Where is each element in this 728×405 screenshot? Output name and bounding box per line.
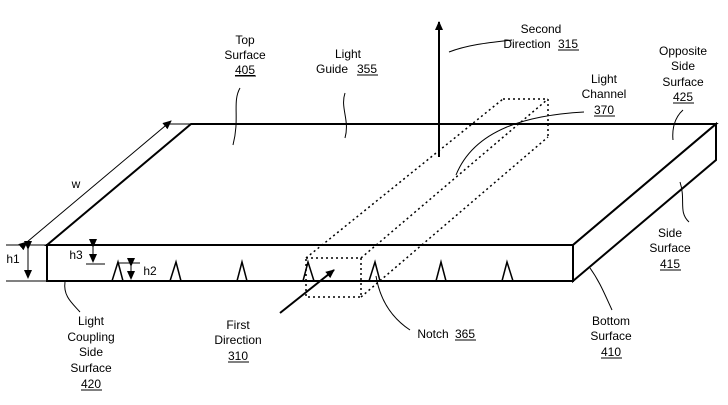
opposite-side-label: Surface bbox=[662, 75, 704, 89]
light-coupling-label: Surface bbox=[70, 361, 112, 375]
light-channel-label: Light bbox=[591, 72, 618, 86]
notch-label: Notch bbox=[417, 327, 448, 341]
bottom-surface-ref: 410 bbox=[601, 345, 621, 359]
first-direction-ref: 310 bbox=[228, 349, 248, 363]
second-direction-label: Direction bbox=[503, 37, 550, 51]
second-direction-ref: 315 bbox=[558, 37, 578, 51]
bottom-surface-label: Bottom bbox=[592, 314, 630, 328]
side-surface-ref: 415 bbox=[660, 257, 680, 271]
notch-ref: 365 bbox=[455, 327, 475, 341]
second-direction-label: Second bbox=[521, 22, 562, 36]
light-coupling-label: Coupling bbox=[67, 330, 114, 344]
opposite-side-label: Side bbox=[671, 59, 695, 73]
light-channel-ref: 370 bbox=[594, 103, 614, 117]
notch-leader bbox=[376, 276, 410, 330]
light-coupling-leader bbox=[65, 282, 80, 312]
first-direction-label: First bbox=[226, 318, 250, 332]
light-coupling-label: Side bbox=[79, 345, 103, 359]
side-surface-leader bbox=[680, 182, 689, 222]
h2-label: h2 bbox=[143, 264, 157, 278]
light-guide-slab bbox=[47, 124, 716, 281]
top-surface-label: Top bbox=[235, 33, 255, 47]
top-surface-ref: 405 bbox=[235, 63, 255, 77]
light-guide-ref: 355 bbox=[357, 62, 377, 76]
bottom-surface-label: Surface bbox=[590, 329, 632, 343]
light-guide-label: Guide bbox=[316, 62, 348, 76]
side-surface-label: Side bbox=[658, 226, 682, 240]
side-surface-label: Surface bbox=[649, 241, 691, 255]
opposite-side-ref: 425 bbox=[673, 90, 693, 104]
w-label: w bbox=[71, 177, 81, 191]
top-surface-label: Surface bbox=[224, 48, 266, 62]
bottom-surface-leader bbox=[590, 268, 612, 310]
first-direction-label: Direction bbox=[214, 333, 261, 347]
h1-label: h1 bbox=[6, 252, 20, 266]
light-coupling-label: Light bbox=[78, 314, 105, 328]
opposite-side-label: Opposite bbox=[659, 44, 707, 58]
h3-label: h3 bbox=[69, 248, 83, 262]
light-coupling-ref: 420 bbox=[81, 377, 101, 391]
light-guide-label: Light bbox=[335, 47, 362, 61]
light-channel-label: Channel bbox=[582, 87, 627, 101]
